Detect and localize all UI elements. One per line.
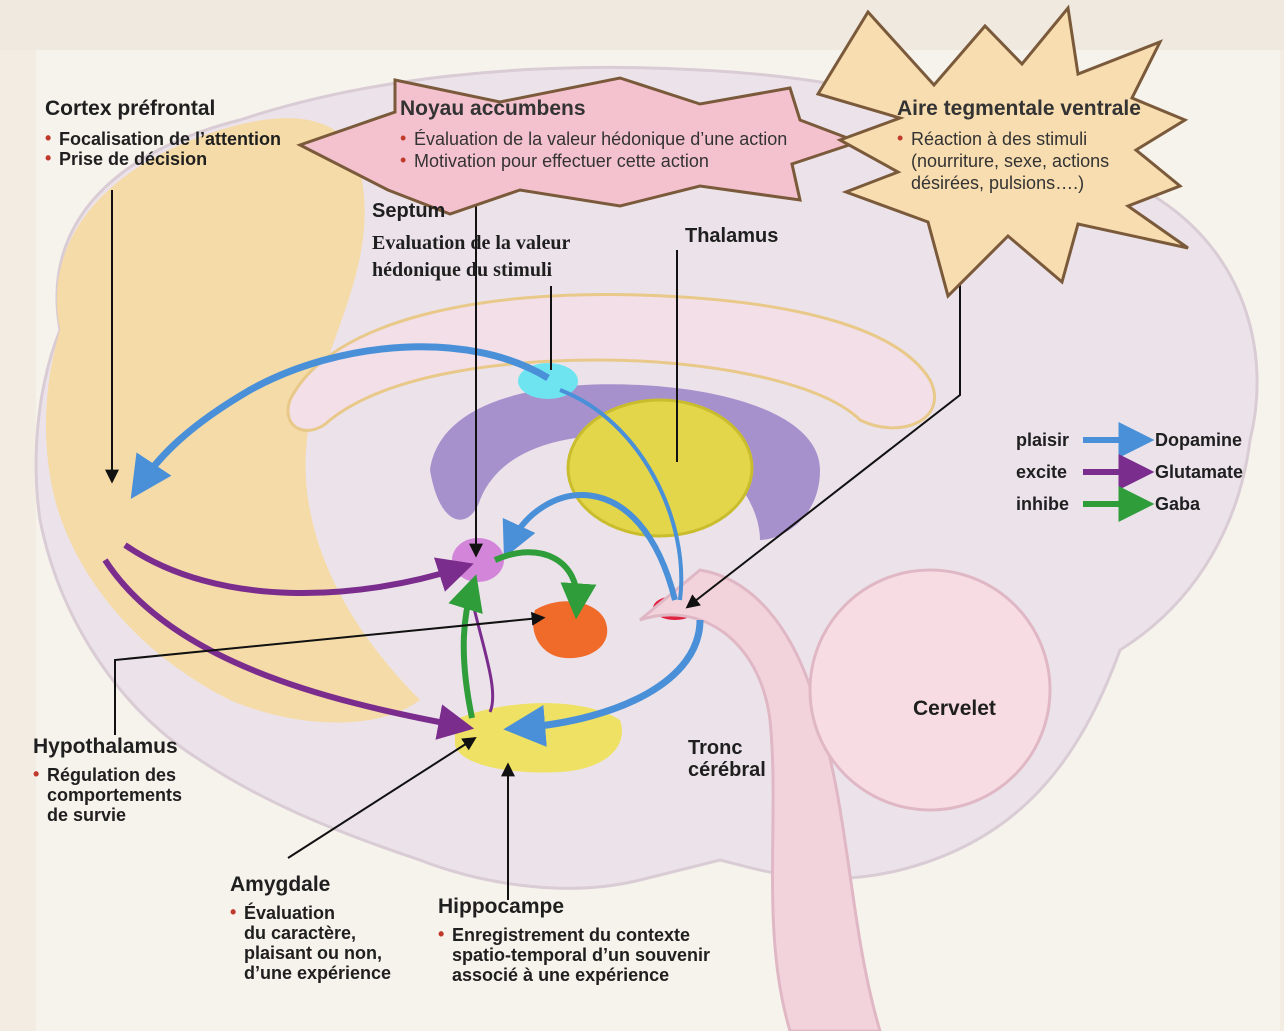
atv-title: Aire tegmentale ventrale bbox=[897, 97, 1141, 121]
legend-right-gaba: Gaba bbox=[1155, 494, 1200, 515]
accumbens-label: Noyau accumbens Évaluation de la valeur … bbox=[400, 97, 787, 171]
septum-title: Septum bbox=[372, 200, 570, 222]
hypothalamus-title: Hypothalamus bbox=[33, 735, 182, 759]
hypothalamus-item-1: Régulation des bbox=[33, 765, 182, 785]
cortex-item-1: Focalisation de l’attention bbox=[45, 129, 281, 149]
hypothalamus-item-3: de survie bbox=[47, 805, 182, 825]
legend-left-glutamate: excite bbox=[1016, 462, 1067, 483]
atv-extra-2: désirées, pulsions….) bbox=[911, 173, 1141, 193]
hippocampe-item-1: Enregistrement du contexte bbox=[438, 925, 710, 945]
legend-left-dopamine: plaisir bbox=[1016, 430, 1069, 451]
hippocampe-label: Hippocampe Enregistrement du contexte sp… bbox=[438, 895, 710, 985]
hypothalamus-item-2: comportements bbox=[47, 785, 182, 805]
septum-line-1: Evaluation de la valeur bbox=[372, 232, 570, 254]
tronc-label: Tronc cérébral bbox=[688, 737, 766, 782]
cortex-item-2: Prise de décision bbox=[45, 149, 281, 169]
atv-label: Aire tegmentale ventrale Réaction à des … bbox=[897, 97, 1141, 193]
tronc-line-2: cérébral bbox=[688, 759, 766, 781]
thalamus-title: Thalamus bbox=[685, 225, 778, 247]
thalamus-region bbox=[568, 400, 752, 536]
atv-extra-1: (nourriture, sexe, actions bbox=[911, 151, 1141, 171]
septum-line-2: hédonique du stimuli bbox=[372, 259, 570, 281]
accumbens-title: Noyau accumbens bbox=[400, 97, 787, 121]
amygdale-label: Amygdale Évaluation du caractère, plaisa… bbox=[230, 873, 391, 983]
legend-left-gaba: inhibe bbox=[1016, 494, 1069, 515]
amygdale-item-3: plaisant ou non, bbox=[244, 943, 391, 963]
hippocampe-item-3: associé à une expérience bbox=[452, 965, 710, 985]
accumbens-item-2: Motivation pour effectuer cette action bbox=[400, 151, 787, 171]
cortex-label: Cortex préfrontal Focalisation de l’atte… bbox=[45, 97, 281, 169]
hippocampe-item-2: spatio-temporal d’un souvenir bbox=[452, 945, 710, 965]
septum-label: Septum Evaluation de la valeur hédonique… bbox=[372, 200, 570, 281]
cervelet-title: Cervelet bbox=[913, 697, 996, 721]
legend-right-dopamine: Dopamine bbox=[1155, 430, 1242, 451]
cerebellum bbox=[810, 570, 1050, 810]
hippocampe-title: Hippocampe bbox=[438, 895, 710, 919]
cortex-title: Cortex préfrontal bbox=[45, 97, 281, 121]
atv-item-1: Réaction à des stimuli bbox=[897, 129, 1141, 149]
amygdale-item-4: d’une expérience bbox=[244, 963, 391, 983]
amygdale-item-2: du caractère, bbox=[244, 923, 391, 943]
amygdale-item-1: Évaluation bbox=[230, 903, 391, 923]
hypothalamus-label: Hypothalamus Régulation des comportement… bbox=[33, 735, 182, 825]
accumbens-item-1: Évaluation de la valeur hédonique d’une … bbox=[400, 129, 787, 149]
amygdale-title: Amygdale bbox=[230, 873, 391, 897]
top-margin bbox=[0, 0, 1284, 50]
legend-right-glutamate: Glutamate bbox=[1155, 462, 1243, 483]
tronc-line-1: Tronc bbox=[688, 737, 766, 759]
